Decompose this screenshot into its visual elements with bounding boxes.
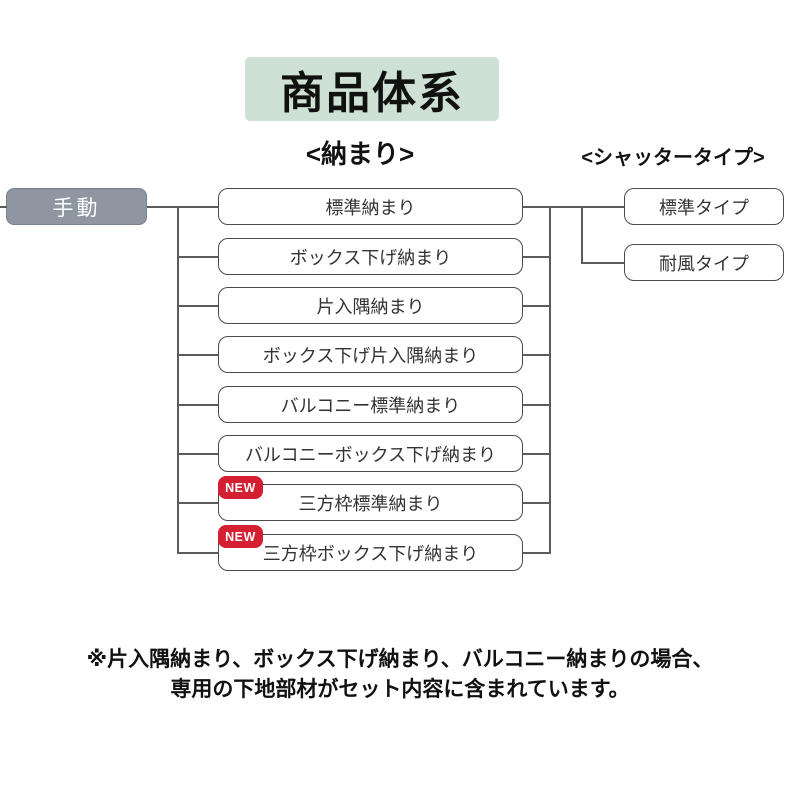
osamari-box-standard: 標準納まり	[218, 188, 523, 225]
connector-line	[581, 262, 624, 264]
osamari-box-box-lowered-single-corner: ボックス下げ片入隅納まり	[218, 336, 523, 373]
connector-line	[549, 206, 551, 553]
header-osamari: <納まり>	[305, 139, 415, 169]
shutter-type-box-standard: 標準タイプ	[624, 188, 784, 225]
connector-line	[177, 404, 218, 406]
connector-line	[523, 453, 551, 455]
connector-line	[581, 206, 624, 208]
osamari-box-balcony-box-lowered: バルコニーボックス下げ納まり	[218, 435, 523, 472]
footnote-line-2: 専用の下地部材がセット内容に含まれています。	[170, 678, 630, 701]
manual-node: 手動	[6, 188, 147, 225]
connector-line	[177, 453, 218, 455]
connector-line	[177, 305, 218, 307]
connector-line	[177, 552, 218, 554]
connector-line	[523, 552, 551, 554]
footnote-line-1: ※片入隅納まり、ボックス下げ納まり、バルコニー納まりの場合、	[86, 648, 714, 671]
connector-line	[523, 305, 551, 307]
connector-line	[147, 206, 218, 208]
connector-line	[177, 206, 179, 553]
footnote: ※片入隅納まり、ボックス下げ納まり、バルコニー納まりの場合、 専用の下地部材がセ…	[0, 645, 800, 705]
new-badge: NEW	[218, 525, 263, 548]
osamari-box-three-side-frame-box-lowered: 三方枠ボックス下げ納まり	[218, 534, 523, 571]
connector-line	[581, 206, 583, 263]
connector-line	[0, 206, 7, 208]
connector-line	[177, 354, 218, 356]
new-badge: NEW	[218, 476, 263, 499]
connector-line	[523, 404, 551, 406]
connector-line	[177, 256, 218, 258]
connector-line	[523, 256, 551, 258]
connector-line	[523, 354, 551, 356]
osamari-box-box-lowered: ボックス下げ納まり	[218, 238, 523, 275]
connector-line	[549, 206, 583, 208]
connector-line	[523, 502, 551, 504]
header-shutter-type: <シャッタータイプ>	[581, 147, 765, 169]
osamari-box-single-corner: 片入隅納まり	[218, 287, 523, 324]
osamari-box-three-side-frame-standard: 三方枠標準納まり	[218, 484, 523, 521]
connector-line	[177, 502, 218, 504]
page-title: 商品体系	[245, 57, 499, 121]
connector-line	[523, 206, 551, 208]
shutter-type-box-wind-resistant: 耐風タイプ	[624, 244, 784, 281]
osamari-box-balcony-standard: バルコニー標準納まり	[218, 386, 523, 423]
